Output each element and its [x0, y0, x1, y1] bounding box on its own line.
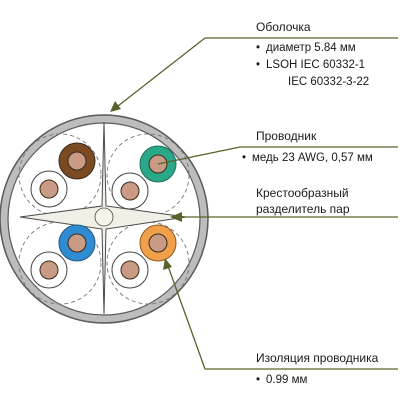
conductor-orange	[148, 233, 168, 253]
conductor-blue	[67, 233, 87, 253]
leader-conductor	[157, 146, 398, 165]
leader-sheath	[117, 37, 398, 107]
conductor-white-green	[120, 181, 140, 201]
separator-title-line1: Крестообразный	[256, 186, 349, 200]
pair-brown	[30, 142, 96, 208]
conductor-spec: медь 23 AWG, 0,57 мм	[242, 151, 373, 165]
leader-arrowheads	[110, 101, 182, 270]
conductor-brown	[67, 151, 87, 171]
sheath-diameter: диаметр 5.84 мм	[256, 41, 356, 55]
separator-core	[94, 207, 114, 227]
insulation-title: Изоляция проводника	[256, 351, 379, 365]
sheath-title: Оболочка	[256, 20, 311, 34]
conductor-white-orange	[120, 260, 140, 280]
conductor-white-brown	[39, 179, 59, 199]
arrowhead-insulation	[163, 258, 172, 270]
leader-insulation	[167, 265, 398, 370]
insulation-thickness: 0.99 мм	[256, 373, 307, 387]
pair-orange	[111, 224, 177, 289]
arrowhead-sheath	[110, 101, 121, 112]
separator-title-line2: разделитель пар	[256, 202, 350, 216]
conductor-white-blue	[39, 260, 59, 280]
arrowhead-separator	[170, 212, 182, 222]
conductor-title: Проводник	[256, 129, 317, 143]
leader-lines	[117, 37, 398, 370]
sheath-standard-1: LSOH IEC 60332-1	[256, 58, 365, 72]
pair-blue	[30, 224, 96, 289]
sheath-standard-2: IEC 60332-3-22	[288, 76, 370, 88]
